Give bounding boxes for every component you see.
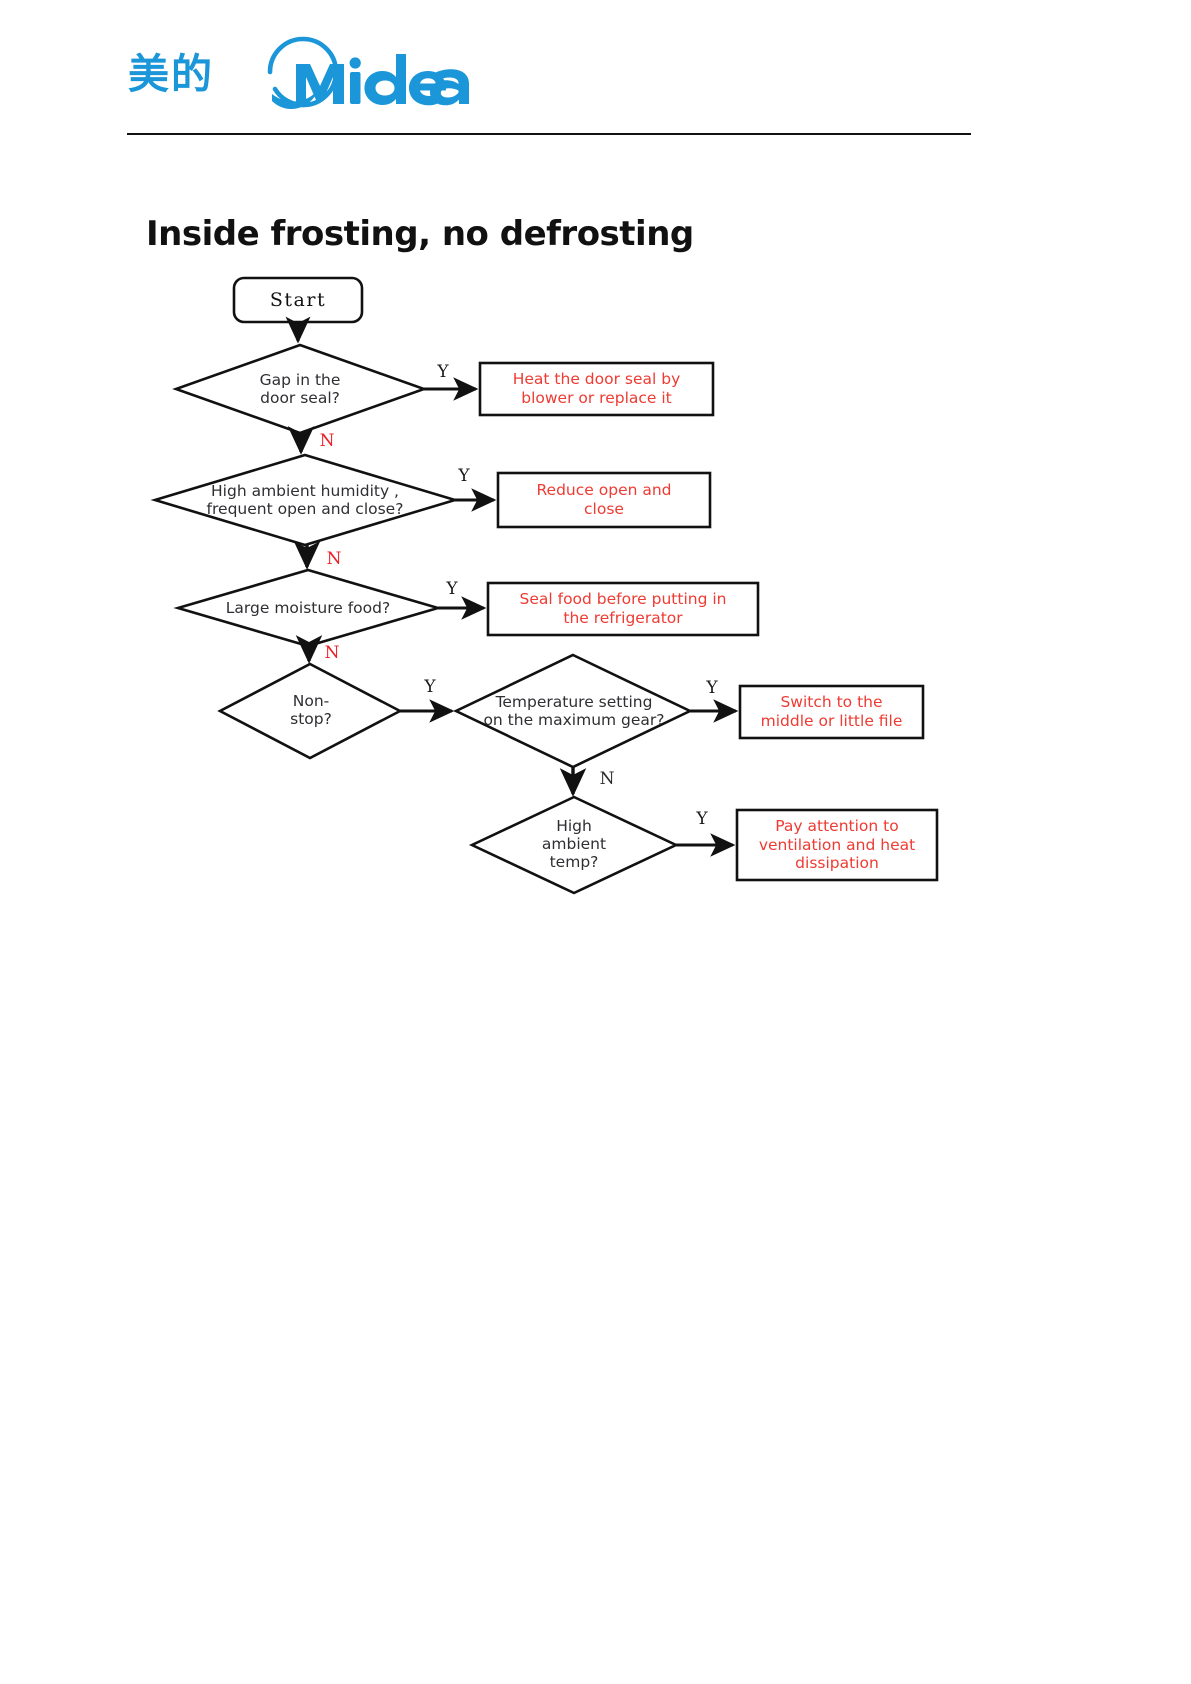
decision-high-ambient-temp-shape xyxy=(468,795,680,895)
decision-high-humidity-shape xyxy=(150,453,460,547)
brand-logo: 美的 xyxy=(128,34,548,110)
page-title: Inside frosting, no defrosting xyxy=(146,214,694,254)
decision-non-stop-shape xyxy=(217,662,403,760)
action-seal-food-shape xyxy=(486,581,760,637)
decision-temp-max-gear-shape xyxy=(452,653,694,769)
decision-gap-door-seal-shape xyxy=(172,343,428,435)
action-ventilation-shape xyxy=(735,808,939,882)
action-switch-gear-shape xyxy=(738,684,925,740)
decision-moisture-food-shape xyxy=(173,568,443,648)
brand-chinese-name: 美的 xyxy=(128,50,214,98)
midea-circle-swoosh-icon xyxy=(267,36,469,109)
action-heat-door-seal-shape xyxy=(478,361,715,417)
header-divider xyxy=(127,133,971,135)
action-reduce-open-shape xyxy=(496,471,712,529)
start-node-shape xyxy=(232,276,364,324)
